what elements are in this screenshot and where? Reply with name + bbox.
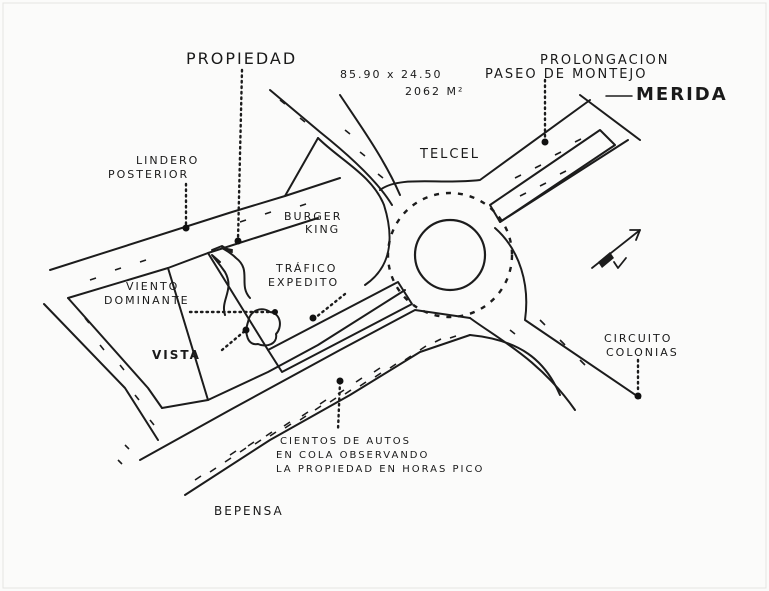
- trafico-leader-dot: [309, 314, 317, 322]
- roundabout-island: [413, 218, 487, 292]
- roundabout-ring-cars: [386, 191, 514, 319]
- vista-leader: [220, 328, 248, 352]
- property-west-line: [167, 267, 209, 401]
- top-road-cars: [279, 99, 384, 179]
- label-posterior: POSTERIOR: [108, 168, 189, 181]
- right-road-edge-a: [494, 227, 641, 399]
- label-paseo-montejo: PASEO DE MONTEJO: [485, 67, 647, 82]
- property-divider-line: [207, 252, 269, 351]
- front-avenue-median: [267, 281, 413, 373]
- label-telcel: TELCEL: [419, 147, 480, 162]
- circuito-leader-dot: [634, 392, 642, 400]
- trafico-leader: [313, 292, 347, 320]
- rear-street-top-edge: [49, 177, 341, 271]
- label-lindero: LINDERO: [136, 154, 199, 167]
- leader-lines: [182, 68, 642, 432]
- montejo-cross-line: [579, 94, 641, 141]
- montejo-leader-dot: [541, 138, 549, 146]
- propiedad-leader-dot: [234, 237, 242, 245]
- top-road-left-edge: [269, 89, 393, 206]
- cientos-leader-dot: [336, 377, 344, 385]
- montejo-median: [489, 129, 616, 223]
- label-colonias: COLONIAS: [606, 346, 679, 359]
- front-avenue-lower-edge: [139, 309, 471, 461]
- front-avenue-far-edge: [184, 334, 471, 496]
- car-marks: [84, 99, 586, 481]
- wind-arrow-right-curve: [221, 247, 251, 299]
- label-viento: VIENTO: [126, 280, 179, 293]
- wind-arrow-icon: [211, 245, 251, 316]
- label-propiedad-horas: LA PROPIEDAD EN HORAS PICO: [276, 464, 484, 475]
- label-dimensions: 85.90 x 24.50: [340, 68, 442, 81]
- property-bottom-left: [161, 399, 209, 409]
- front-avenue-upper-edge: [207, 289, 406, 401]
- rear-street-cars: [89, 203, 307, 281]
- label-king: KING: [305, 223, 340, 236]
- burger-king-block-edge: [317, 137, 391, 286]
- top-road-right-edge: [339, 94, 401, 196]
- street-lines: [43, 89, 641, 496]
- left-street-cars: [84, 317, 155, 465]
- wind-arrow-left-curve: [211, 254, 230, 316]
- propiedad-leader: [236, 68, 244, 242]
- wind-arrow-head: [211, 245, 233, 253]
- cientos-leader: [336, 380, 342, 432]
- label-propiedad: PROPIEDAD: [186, 49, 297, 68]
- roundabout: [386, 191, 514, 319]
- viento-leader-dot: [272, 309, 278, 315]
- lindero-leader-dot: [182, 224, 190, 232]
- labels: PROPIEDAD 85.90 x 24.50 2062 M² PROLONGA…: [104, 49, 728, 518]
- label-en-cola: EN COLA OBSERVANDO: [276, 450, 429, 461]
- north-arrow-tip: [629, 229, 641, 241]
- right-road-cars: [509, 319, 586, 366]
- tree-canopy: [245, 308, 281, 347]
- left-street-edge-b: [67, 297, 163, 409]
- label-expedito: EXPEDITO: [268, 276, 339, 289]
- label-burger: BURGER: [284, 210, 342, 223]
- label-bepensa: BEPENSA: [214, 504, 284, 518]
- label-cientos: CIENTOS DE AUTOS: [280, 436, 411, 447]
- right-road-edge-b: [469, 317, 576, 411]
- label-circuito: CIRCUITO: [604, 332, 672, 345]
- north-arrow-block: [598, 252, 614, 268]
- montejo-lower-edge: [379, 99, 591, 191]
- label-prolongacion: PROLONGACION: [540, 53, 669, 68]
- vista-leader-dot: [242, 326, 250, 334]
- tree-icon: [245, 308, 281, 347]
- north-arrow-icon: [591, 229, 641, 269]
- label-dominante: DOMINANTE: [104, 294, 190, 307]
- label-merida: MERIDA: [636, 84, 728, 105]
- label-trafico: TRÁFICO: [275, 262, 337, 275]
- car-queue-line-2: [229, 367, 381, 456]
- left-street-edge-a: [43, 303, 159, 441]
- burger-king-upper-edge: [284, 137, 319, 197]
- montejo-cars: [514, 138, 582, 197]
- car-queue-line-1: [194, 335, 457, 481]
- front-avenue-curve: [469, 334, 561, 396]
- label-area: 2062 M²: [405, 85, 464, 98]
- label-vista: VISTA: [152, 348, 201, 362]
- north-arrow-n-mark: [613, 257, 627, 269]
